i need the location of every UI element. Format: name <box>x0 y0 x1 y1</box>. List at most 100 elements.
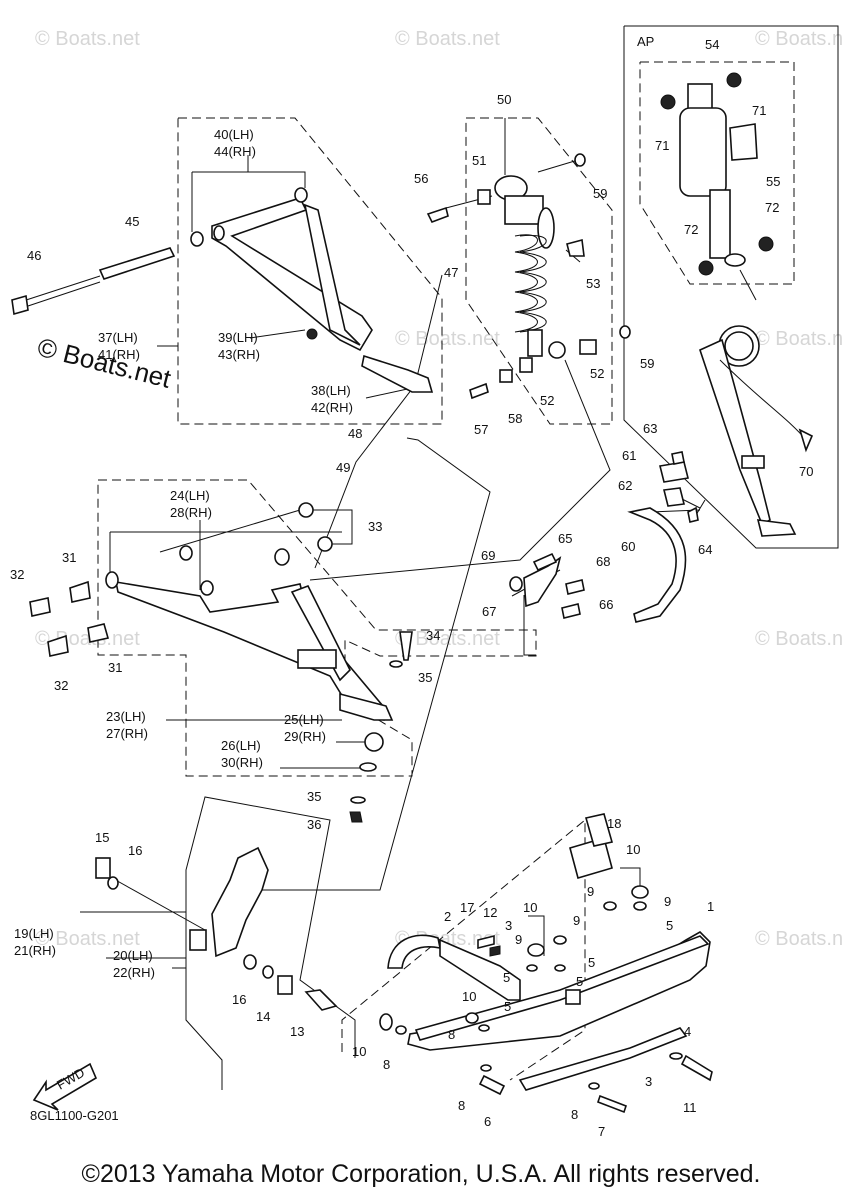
callout-label: 48 <box>348 426 362 441</box>
ski-spindle <box>95 846 338 1011</box>
callout-label: 69 <box>481 548 495 563</box>
ap-frame <box>623 25 839 549</box>
callout-label: 14 <box>256 1009 270 1024</box>
callout-label: 62 <box>618 478 632 493</box>
callout-label: 16 <box>232 992 246 1007</box>
callout-label: 11 <box>683 1100 697 1115</box>
watermark: © Boats.net <box>395 28 500 50</box>
callout-label: 9 <box>664 894 671 909</box>
callout-label: 58 <box>508 411 522 426</box>
callout-label: 7 <box>598 1124 605 1139</box>
callout-label: 63 <box>643 421 657 436</box>
callout-label: 38(LH) <box>311 383 351 398</box>
callout-label: 44(RH) <box>214 144 256 159</box>
callout-label: 55 <box>766 174 780 189</box>
callout-label: 33 <box>368 519 382 534</box>
callout-label: 23(LH) <box>106 709 146 724</box>
leader-lines <box>80 118 706 969</box>
watermark: © Boats.net <box>755 28 842 50</box>
callout-label: 71 <box>752 103 766 118</box>
callout-label: 40(LH) <box>214 127 254 142</box>
callout-label: 4 <box>684 1024 691 1039</box>
callout-label: 19(LH) <box>14 926 54 941</box>
callout-label: 10 <box>352 1044 366 1059</box>
callout-label: 5 <box>588 955 595 970</box>
callout-label: 17 <box>460 900 474 915</box>
callout-label: 32 <box>10 567 24 582</box>
ap-shock-detail <box>660 72 774 301</box>
callout-label: 56 <box>414 171 428 186</box>
callout-label: 1 <box>707 899 714 914</box>
callout-label: 47 <box>444 265 458 280</box>
callout-label: 50 <box>497 92 511 107</box>
callout-label: 8 <box>458 1098 465 1113</box>
callout-label: 30(RH) <box>221 755 263 770</box>
callout-label: 57 <box>474 422 488 437</box>
callout-label: 71 <box>655 138 669 153</box>
callout-label: 3 <box>505 918 512 933</box>
callout-label: 53 <box>586 276 600 291</box>
callout-label: 64 <box>698 542 712 557</box>
callout-label: 5 <box>503 970 510 985</box>
callout-label: 37(LH) <box>98 330 138 345</box>
callout-label: 28(RH) <box>170 505 212 520</box>
upper-pivot-shaft <box>11 247 176 316</box>
upper-a-arm <box>190 187 434 393</box>
watermark: © Boats.net <box>755 628 842 650</box>
stabilizer-links <box>509 451 699 623</box>
callout-label: 65 <box>558 531 572 546</box>
callout-label: 31 <box>108 660 122 675</box>
shock-absorber <box>426 153 631 400</box>
watermark: © Boats.net <box>35 928 140 950</box>
callout-label: 41(RH) <box>98 347 140 362</box>
callout-label: 26(LH) <box>221 738 261 753</box>
callout-label: 61 <box>622 448 636 463</box>
callout-label: 27(RH) <box>106 726 148 741</box>
callout-label: 60 <box>621 539 635 554</box>
callout-label: 22(RH) <box>113 965 155 980</box>
callout-label: 34 <box>426 628 440 643</box>
callout-label: 10 <box>626 842 640 857</box>
callout-label: 45 <box>125 214 139 229</box>
callout-label: 66 <box>599 597 613 612</box>
callout-label: 35 <box>307 789 321 804</box>
callout-label: 32 <box>54 678 68 693</box>
callout-label: 52 <box>540 393 554 408</box>
callout-label: 42(RH) <box>311 400 353 415</box>
watermark: © Boats.net <box>755 328 842 350</box>
watermark: © Boats.net <box>35 28 140 50</box>
callout-label: 20(LH) <box>113 948 153 963</box>
callout-label: 5 <box>576 974 583 989</box>
shock-pump <box>699 325 814 537</box>
callout-label: 9 <box>587 884 594 899</box>
callout-label: 70 <box>799 464 813 479</box>
fwd-arrow: FWD <box>32 1062 98 1111</box>
callout-label: AP <box>637 34 654 49</box>
ski <box>379 813 713 1114</box>
watermark: © Boats.net <box>395 328 500 350</box>
callout-label: 36 <box>307 817 321 832</box>
callout-label: 54 <box>705 37 719 52</box>
callout-label: 52 <box>590 366 604 381</box>
callout-label: 72 <box>765 200 779 215</box>
callout-label: 8 <box>571 1107 578 1122</box>
upper-arm-group-box <box>177 117 443 425</box>
callout-label: 5 <box>666 918 673 933</box>
lower-a-arm <box>29 502 413 823</box>
shock-group-box <box>465 117 613 425</box>
callout-label: 43(RH) <box>218 347 260 362</box>
callout-label: 39(LH) <box>218 330 258 345</box>
callout-label: 31 <box>62 550 76 565</box>
diagram-code: 8GL1100-G201 <box>30 1108 119 1123</box>
callout-label: 24(LH) <box>170 488 210 503</box>
callout-labels: AP 54 71 71 55 72 72 70 50 51 56 59 53 5… <box>10 34 813 1139</box>
callout-label: 49 <box>336 460 350 475</box>
callout-label: 3 <box>645 1074 652 1089</box>
callout-label: 8 <box>383 1057 390 1072</box>
callout-label: 51 <box>472 153 486 168</box>
callout-label: 10 <box>462 989 476 1004</box>
copyright-notice: ©2013 Yamaha Motor Corporation, U.S.A. A… <box>81 1160 761 1188</box>
callout-label: 68 <box>596 554 610 569</box>
callout-label: 10 <box>523 900 537 915</box>
